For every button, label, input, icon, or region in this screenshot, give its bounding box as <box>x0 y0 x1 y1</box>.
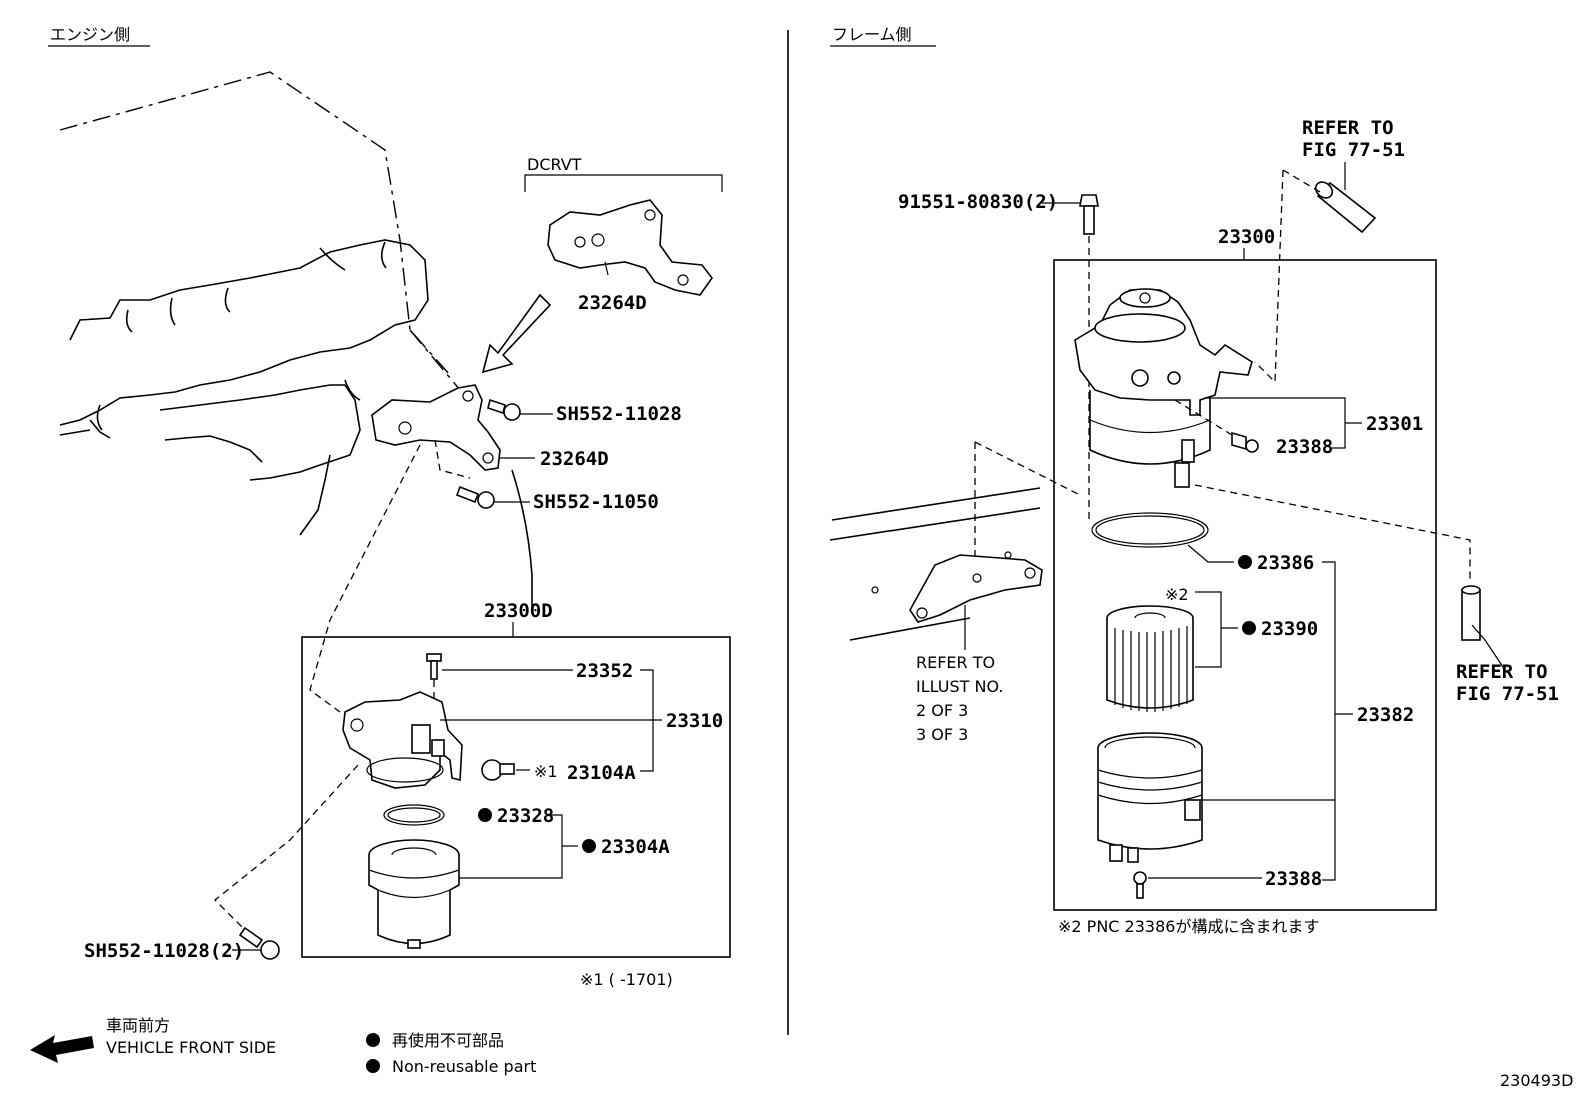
label-91551-80830: 91551-80830(2) <box>898 191 1058 213</box>
dcrvt-label: DCRVT <box>527 155 582 174</box>
bolt-23104a-shape <box>481 759 515 781</box>
hose-top-shape <box>1314 181 1377 234</box>
refer-right-line2: FIG 77-51 <box>1456 683 1559 705</box>
nonreuse-dot-23328 <box>478 808 492 822</box>
label-23300: 23300 <box>1218 226 1275 248</box>
filter-bowl-23382-shape <box>1097 732 1203 863</box>
mark-2: ※2 <box>1165 585 1189 604</box>
dash-sh552-11028-2 <box>214 764 359 931</box>
label-23386: 23386 <box>1257 552 1314 574</box>
dcrvt-group: DCRVT 23264D <box>524 155 723 314</box>
engine-phantom-outline <box>59 71 533 610</box>
bolt-sh552-11028-shape <box>487 398 521 421</box>
dcrvt-bracket-line <box>524 174 723 192</box>
note-2-pnc: ※2 PNC 23386が構成に含まれます <box>1058 917 1319 936</box>
nonreuse-dot-23386 <box>1238 555 1252 569</box>
label-23388-b: 23388 <box>1265 868 1322 890</box>
label-23328: 23328 <box>497 805 554 827</box>
legend-dot-jp-icon <box>366 1033 380 1047</box>
refer-left-line1: REFER TO <box>916 653 995 672</box>
label-23352: 23352 <box>576 660 633 682</box>
label-23301: 23301 <box>1366 413 1423 435</box>
oring-23328-inner <box>387 807 441 823</box>
dash-filter-to-bracket <box>309 444 421 713</box>
refer-left-line2: ILLUST NO. <box>916 677 1003 696</box>
refer-top-line2: FIG 77-51 <box>1302 139 1405 161</box>
leader-refer-right <box>1471 624 1506 671</box>
bracket-23264d-shape <box>371 384 501 471</box>
bracket-23264d-top-shape <box>547 199 713 296</box>
legend-front-jp: 車両前方 <box>106 1016 170 1035</box>
label-23382: 23382 <box>1357 704 1414 726</box>
label-23388-a: 23388 <box>1276 436 1333 458</box>
vehicle-front-arrow-icon <box>30 1035 94 1063</box>
bracket-23382 <box>1322 561 1336 881</box>
label-sh552-11028-2: SH552-11028(2) <box>84 940 244 962</box>
screw-23352-shape <box>426 653 442 680</box>
hose-right-shape <box>1461 585 1481 641</box>
oring-23386-shape <box>1091 512 1209 548</box>
refer-left-line3: 2 OF 3 <box>916 701 968 720</box>
nonreuse-dot-23390 <box>1242 621 1256 635</box>
label-sh552-11050: SH552-11050 <box>533 491 659 513</box>
legend-dot-en-icon <box>366 1059 380 1073</box>
legend-front-en: VEHICLE FRONT SIDE <box>106 1038 276 1057</box>
mark-1: ※1 <box>534 762 558 781</box>
refer-right-line1: REFER TO <box>1456 661 1548 683</box>
bolt-sh552-11028-2-shape <box>238 926 280 960</box>
dash-top-hose <box>1254 169 1321 384</box>
dash-sh552-11050 <box>434 439 471 479</box>
frame-rail-outline <box>829 441 1081 650</box>
label-23104a: 23104A <box>567 762 636 784</box>
label-23300d: 23300D <box>484 600 553 622</box>
header-frame-side: フレーム側 <box>832 25 912 44</box>
bolt-91551-shape <box>1079 194 1099 235</box>
label-23264d-top: 23264D <box>578 292 647 314</box>
legend-nonreuse-jp: 再使用不可部品 <box>392 1031 504 1050</box>
refer-top-line1: REFER TO <box>1302 117 1394 139</box>
nonreuse-dot-23304a <box>582 839 596 853</box>
drain-plug-23388-b-shape <box>1133 871 1147 899</box>
label-23264d: 23264D <box>540 448 609 470</box>
box-23300 <box>1053 259 1437 911</box>
install-direction-arrow <box>481 293 552 374</box>
drain-plug-23388-a-shape <box>1231 431 1259 453</box>
header-engine-side: エンジン側 <box>50 25 130 44</box>
bolt-sh552-11050-shape <box>455 485 495 509</box>
refer-left-line4: 3 OF 3 <box>916 725 968 744</box>
figure-id: 230493D <box>1500 1071 1573 1090</box>
filter-head-23301-shape <box>1074 288 1253 488</box>
box-23300d <box>301 636 731 958</box>
label-sh552-11028: SH552-11028 <box>556 403 682 425</box>
bracket-23390 <box>1195 591 1222 668</box>
oring-23328-shape <box>383 804 445 826</box>
filter-23304a-shape <box>368 839 460 949</box>
filter-head-23310-shape <box>342 691 463 789</box>
label-23390: 23390 <box>1261 618 1318 640</box>
label-23304a: 23304A <box>601 836 670 858</box>
oring-23386-inner <box>1095 515 1205 545</box>
dash-right-hose <box>1194 484 1471 580</box>
filter-element-23390-shape <box>1106 605 1194 712</box>
leader-23386 <box>1187 544 1234 563</box>
note-1-range: ※1 ( -1701) <box>580 970 673 989</box>
legend-nonreuse-en: Non-reusable part <box>392 1057 536 1076</box>
label-23310: 23310 <box>666 710 723 732</box>
